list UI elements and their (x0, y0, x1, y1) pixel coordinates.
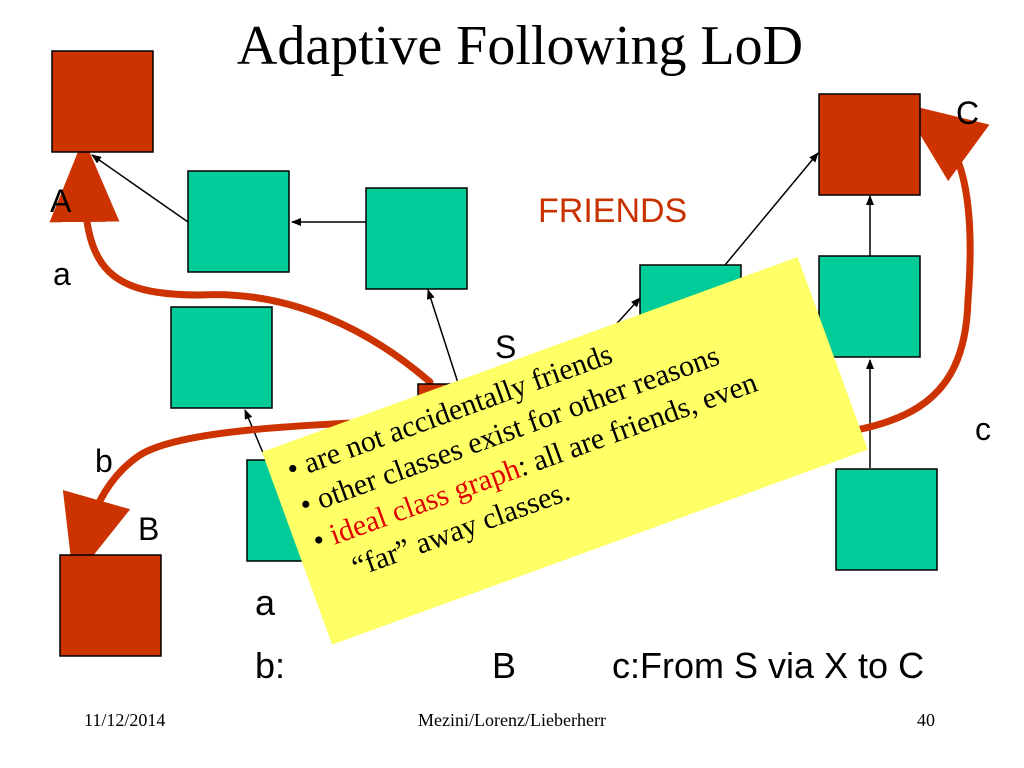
node-green-3 (170, 306, 273, 409)
label-b: b (95, 443, 113, 479)
node-green-4 (818, 255, 921, 358)
label-B: B (138, 511, 159, 547)
node-class-c (818, 93, 921, 196)
friends-label: FRIENDS (538, 192, 687, 230)
label-C: C (956, 95, 979, 131)
label-A: A (50, 183, 72, 219)
slide-title: Adaptive Following LoD (236, 15, 804, 77)
caption-a: a (255, 582, 276, 623)
node-class-b (59, 554, 162, 657)
label-c: c (975, 411, 991, 447)
label-a: a (53, 256, 71, 292)
node-green-2 (365, 187, 468, 290)
node-green-1 (187, 170, 290, 273)
edge-g1-to-a (91, 154, 189, 223)
caption-c: c:From S via X to C (612, 645, 924, 686)
edge-s-to-g2 (426, 289, 459, 384)
footer-date: 11/12/2014 (84, 710, 166, 730)
caption-b-suffix: B (492, 645, 516, 686)
footer-page-number: 40 (917, 710, 935, 730)
node-class-a (51, 50, 154, 153)
node-green-6 (835, 468, 938, 571)
caption-b-prefix: b: (255, 645, 285, 686)
label-S: S (495, 329, 516, 365)
path-s-to-b (62, 416, 424, 581)
footer-authors: Mezini/Lorenz/Lieberherr (418, 710, 606, 730)
path-s-to-a (49, 138, 434, 386)
edge-x-to-c (724, 152, 819, 266)
